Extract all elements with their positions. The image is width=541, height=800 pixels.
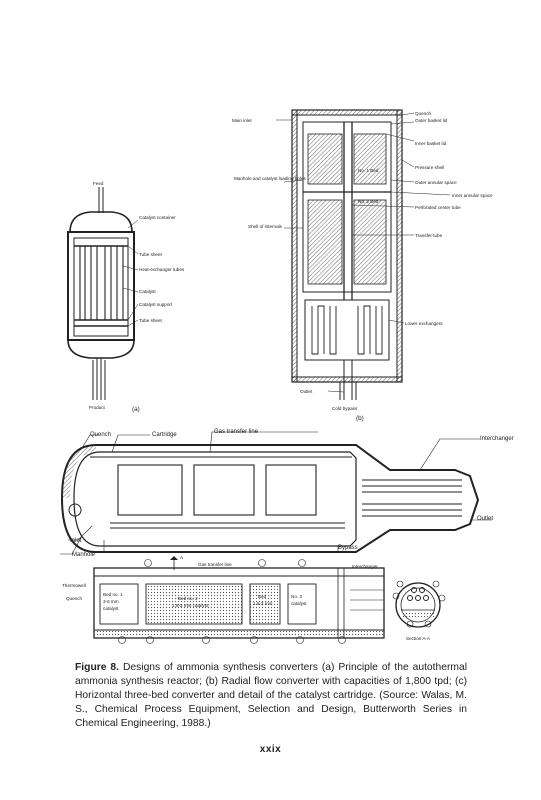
caption-label: Figure 8. bbox=[75, 662, 120, 673]
label-outlet-b: Outlet bbox=[300, 389, 313, 394]
label-manhole-catalyst: Manhole and catalyst loading holes bbox=[234, 176, 306, 181]
label-catalyst: Catalyst bbox=[139, 289, 156, 294]
label-gas-transfer-line-d: Gas transfer line bbox=[198, 562, 232, 567]
label-outlet-c: Outlet bbox=[477, 516, 493, 522]
label-product: Product bbox=[89, 405, 106, 410]
label-inner-annular-space: Inner annular space bbox=[452, 193, 493, 198]
label-feed: Feed bbox=[93, 181, 104, 186]
label-inner-basket-lid: Inner basket lid bbox=[415, 141, 447, 146]
label-outer-basket-lid: Outer basket lid bbox=[415, 118, 448, 123]
figure-b-radial-flow-converter bbox=[276, 109, 451, 400]
label-bed-1: No. 1 Bed bbox=[358, 168, 379, 173]
label-main-inlet: Main inlet bbox=[232, 118, 252, 123]
label-catalyst-support: Catalyst support bbox=[139, 302, 173, 307]
label-catalyst-container: Catalyst container bbox=[139, 215, 176, 220]
label-bed-2-d: Bed no. 2 bbox=[178, 596, 198, 601]
label-bed-3-size: 1.5-3 mm bbox=[253, 601, 273, 606]
label-shell-of-internals: Shell of internals bbox=[248, 224, 283, 229]
label-quench-c: Quench bbox=[90, 432, 111, 438]
label-a-mark: A bbox=[180, 555, 184, 560]
label-bypass: Bypass bbox=[338, 545, 358, 551]
label-quench-b: Quench bbox=[415, 111, 432, 116]
label-tube-sheet-bottom: Tube sheet bbox=[139, 318, 163, 323]
page-number: xxix bbox=[259, 744, 282, 755]
caption-text: Designs of ammonia synthesis converters … bbox=[75, 662, 467, 729]
label-cold-bypass: Cold bypass bbox=[332, 406, 358, 411]
label-perforated-center-tube: Perforated center tube bbox=[415, 205, 461, 210]
label-bed-4-mat: catalyst bbox=[291, 601, 307, 606]
label-interchanger-d: Interchanger bbox=[352, 564, 378, 569]
label-lower-exchangers: Lower exchangers bbox=[405, 321, 443, 326]
label-bed-2-size: 1.5-3 mm catalyst bbox=[172, 603, 209, 608]
label-bed-2: No. 2 Bed bbox=[358, 199, 379, 204]
figure-c-horizontal-converter bbox=[60, 431, 492, 555]
label-section-aa: Section A-A bbox=[406, 636, 431, 641]
label-bed-1-size: 3-6 mm bbox=[103, 599, 119, 604]
figure-c-cartridge-detail bbox=[93, 556, 446, 644]
label-heat-exchanger-tubes: Heat-exchanger tubes bbox=[139, 267, 185, 272]
label-manhole: Manhole bbox=[72, 552, 96, 558]
label-outer-annular-space: Outer annular space bbox=[415, 180, 457, 185]
label-bed-3-d: Bed bbox=[258, 594, 267, 599]
label-bed-1-d: Bed no. 1 bbox=[103, 592, 123, 597]
figure-a-autothermal-reactor bbox=[67, 187, 139, 400]
label-interchanger-c: Interchanger bbox=[480, 436, 514, 442]
panel-a-label: (a) bbox=[132, 406, 140, 413]
label-quench-d: Quench bbox=[66, 596, 83, 601]
label-thermowell: Thermowell bbox=[62, 583, 86, 588]
label-transfer-tube: Transfer tube bbox=[415, 233, 443, 238]
label-bed-1-mat: catalyst bbox=[103, 606, 119, 611]
label-cartridge: Cartridge bbox=[152, 432, 177, 438]
label-bed-4-d: No. 3 bbox=[291, 594, 302, 599]
label-gas-transfer-line-c: Gas transfer line bbox=[214, 429, 259, 435]
panel-b-label: (b) bbox=[356, 415, 364, 422]
label-pressure-shell: Pressure shell bbox=[415, 165, 444, 170]
label-inlet: Inlet bbox=[70, 538, 82, 544]
label-tube-sheet-top: Tube sheet bbox=[139, 252, 163, 257]
figure-caption: Figure 8. Designs of ammonia synthesis c… bbox=[75, 661, 467, 731]
